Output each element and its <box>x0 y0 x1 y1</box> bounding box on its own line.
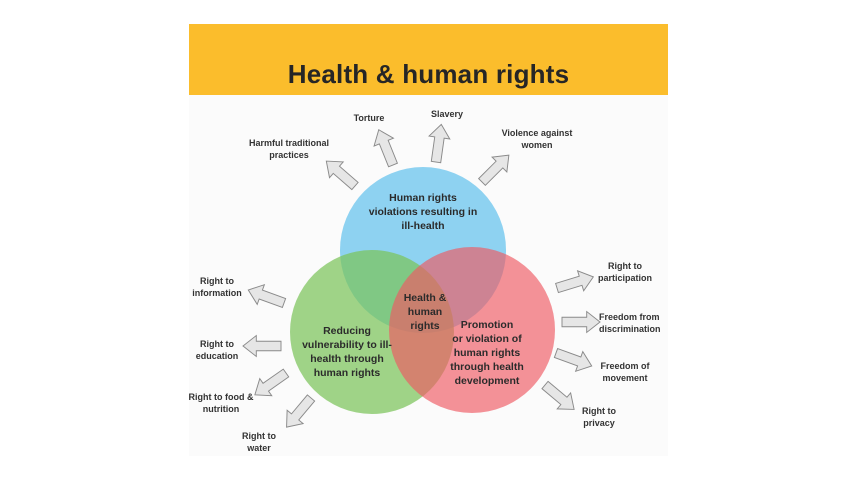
item-violence-against-women: Violence against women <box>501 128 573 150</box>
label-human-rights-violations: Human rights violations resulting in ill… <box>368 192 478 232</box>
item-right-to-information: Right to information <box>192 276 242 298</box>
arrow-water-icon <box>278 390 320 435</box>
slide-title: Health & human rights <box>287 59 570 89</box>
label-reducing-vulnerability: Reducing vulnerability to ill- health th… <box>302 325 392 379</box>
item-freedom-of-movement: Freedom of movement <box>600 361 650 383</box>
item-torture: Torture <box>353 113 385 123</box>
venn-diagram <box>242 122 601 435</box>
item-right-to-education: Right to education <box>195 339 239 361</box>
label-health-human-rights-center: Health & human rights <box>403 292 447 332</box>
arrow-discrimination-icon <box>561 311 601 333</box>
label-promotion-violation: Promotion or violation of human rights t… <box>450 319 524 387</box>
item-slavery: Slavery <box>430 109 464 119</box>
item-freedom-from-discrimination: Freedom from discrimination <box>599 312 661 334</box>
slide: Health & human rights <box>189 24 668 456</box>
arrow-torture-icon <box>368 125 404 170</box>
arrow-violence-icon <box>474 147 517 190</box>
arrow-information-icon <box>244 279 289 314</box>
item-right-to-participation: Right to participation <box>597 261 652 283</box>
circle-promotion-violation <box>389 247 555 413</box>
item-harmful-traditional-practices: Harmful traditional practices <box>248 138 329 160</box>
arrow-slavery-icon <box>425 122 453 164</box>
item-right-to-water: Right to water <box>242 431 276 453</box>
diagram-area: Human rights violations resulting in ill… <box>189 95 668 456</box>
item-right-to-food-nutrition: Right to food & nutrition <box>188 392 254 414</box>
title-banner: Health & human rights <box>189 24 668 95</box>
item-right-to-privacy: Right to privacy <box>582 406 616 428</box>
